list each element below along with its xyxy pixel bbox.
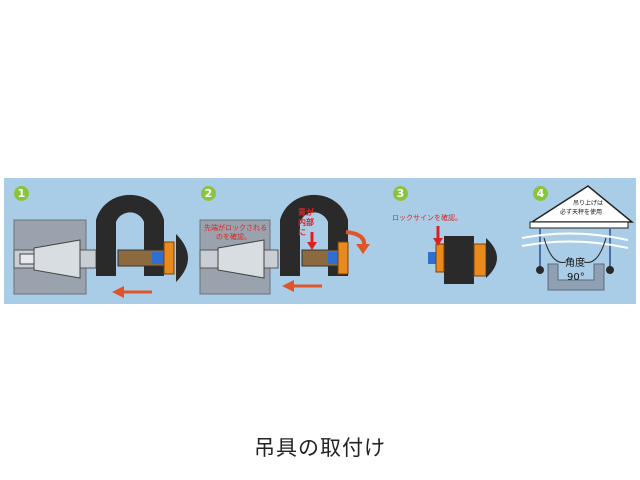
step-2-wedge bbox=[217, 239, 265, 279]
step-1-nut bbox=[163, 241, 175, 275]
step-4-wave-1 bbox=[521, 232, 629, 241]
step-2-note-line2: のを確認。 bbox=[216, 232, 251, 241]
step-2-illustration bbox=[199, 194, 370, 295]
step-4-sign-line2: 必ず天秤を使用 bbox=[560, 208, 602, 216]
step-3-pointer-head bbox=[433, 238, 443, 246]
step-2-rotate-arrow bbox=[345, 230, 367, 247]
step-2-arrow-head bbox=[282, 280, 294, 292]
step-2-vertical-char-4: 部 bbox=[306, 217, 314, 227]
step-2-rotate-arrow-head bbox=[356, 244, 370, 254]
step-4-angle-right bbox=[583, 237, 607, 263]
step-2-pointer-head bbox=[307, 242, 317, 250]
step-3-illustration bbox=[428, 226, 497, 284]
step-4-badge: 4 bbox=[533, 186, 548, 201]
step-1-badge: 1 bbox=[14, 186, 29, 201]
step-2-vertical-char-5: に bbox=[298, 228, 306, 237]
step-4-right-shackle bbox=[606, 266, 614, 274]
step-3-nut bbox=[473, 243, 487, 277]
step-2-vertical-char-3: 内 bbox=[298, 217, 306, 227]
step-1-pin-blue bbox=[152, 252, 166, 264]
step-2-nut bbox=[337, 241, 349, 275]
step-3-cap bbox=[486, 238, 497, 278]
step-2-vertical-char-1: 青 bbox=[298, 207, 306, 217]
figure-caption: 吊具の取付け bbox=[254, 436, 386, 460]
step-4-angle-left bbox=[543, 237, 567, 263]
step-3-badge: 3 bbox=[393, 186, 408, 201]
step-1-arrow-head bbox=[112, 286, 124, 298]
step-4-spreader-beam bbox=[529, 221, 629, 229]
step-4-left-shackle bbox=[536, 266, 544, 274]
instruction-illustrations: 先端がロックされる のを確認。 青 が 内 部 に ロックサインを確認。 吊り上… bbox=[13, 185, 635, 298]
step-3-washer bbox=[435, 243, 445, 273]
step-4-sign-line1: 吊り上げは bbox=[573, 199, 603, 207]
instruction-panel: 先端がロックされる のを確認。 青 が 内 部 に ロックサインを確認。 吊り上… bbox=[4, 178, 636, 304]
step-4-wave-2 bbox=[521, 240, 629, 249]
step-2-vertical-char-2: が bbox=[306, 207, 315, 217]
step-2-note-line1: 先端がロックされる bbox=[204, 223, 267, 232]
step-3-shackle bbox=[444, 236, 474, 284]
step-1-bolt-end bbox=[19, 253, 35, 265]
step-4-angle-label: 角度 bbox=[565, 256, 585, 269]
step-3-note: ロックサインを確認。 bbox=[392, 213, 462, 222]
step-4-illustration bbox=[521, 185, 635, 291]
step-4-angle-value: 90° bbox=[567, 272, 585, 283]
step-4-load bbox=[547, 263, 605, 291]
step-2-badge: 2 bbox=[201, 186, 216, 201]
step-1-illustration bbox=[13, 194, 188, 298]
step-1-cap bbox=[176, 234, 188, 282]
